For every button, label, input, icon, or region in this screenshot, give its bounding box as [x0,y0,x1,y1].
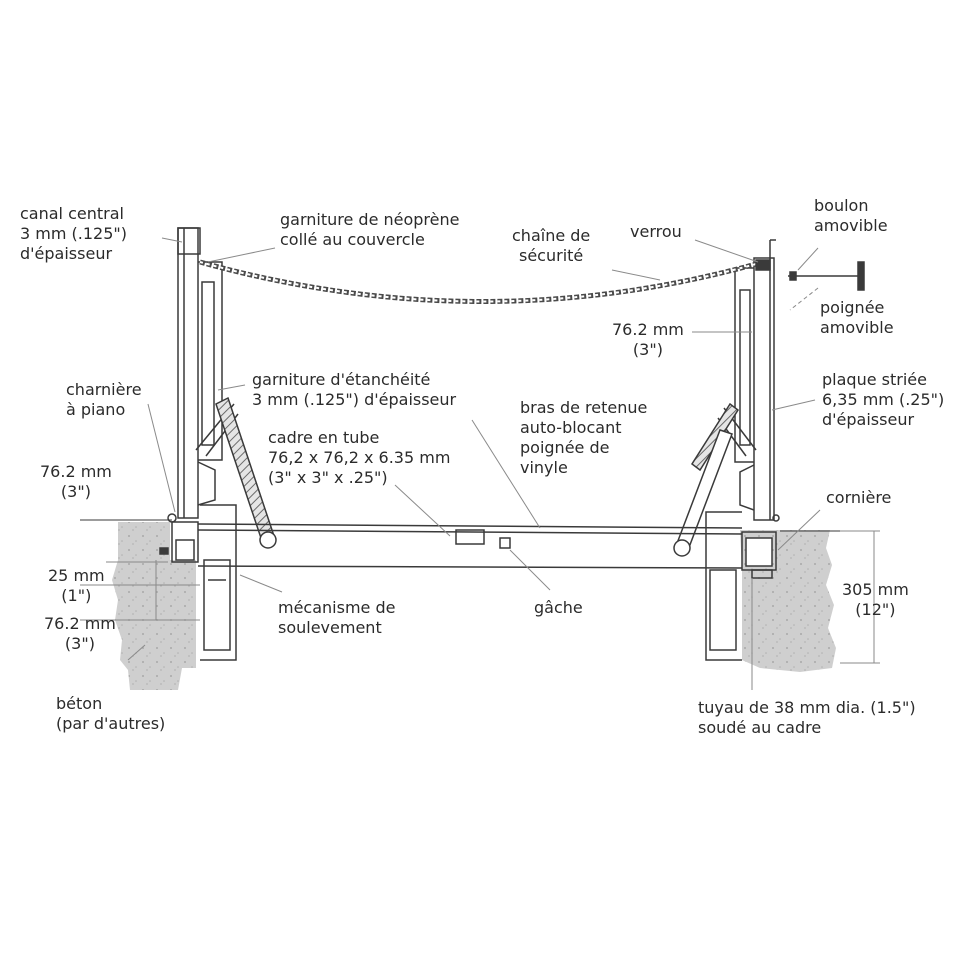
label-beton: béton (par d'autres) [56,694,166,733]
label-dim-76-left-low: 76.2 mm (3") [44,614,116,653]
right-arm [673,402,757,557]
bolt-handle [755,259,865,291]
right-leaf [734,239,776,521]
label-poignee-amovible: poignée amovible [820,298,894,337]
left-arm [195,396,277,549]
left-lift-mechanism [159,504,237,661]
label-bras-retenue: bras de retenue auto-blocant poignée de … [520,398,648,477]
label-boulon-amovible: boulon amovible [814,196,888,235]
label-tuyau: tuyau de 38 mm dia. (1.5") soudé au cadr… [698,698,916,737]
frame-tube [197,523,743,569]
label-charniere-piano: charnière à piano [66,380,142,419]
label-gache: gâche [534,598,583,617]
label-mecanisme-soulevement: mécanisme de soulevement [278,598,396,637]
label-verrou: verrou [630,222,682,241]
label-chaine-securite: chaîne de sécurité [512,226,591,265]
label-canal-central: canal central 3 mm (.125") d'épaisseur [20,204,127,263]
left-leaf [177,227,223,519]
label-cadre-tube: cadre en tube 76,2 x 76,2 x 6.35 mm (3" … [268,428,451,487]
label-corniere: cornière [826,488,892,507]
leader-lines [80,237,880,690]
label-garniture-neoprene: garniture de néoprène collé au couvercle [280,210,460,249]
label-dim-76-left: 76.2 mm (3") [40,462,112,501]
right-lift-mechanism [705,511,780,661]
label-dim-76-top-right: 76.2 mm (3") [612,320,684,359]
label-garniture-etancheite: garniture d'étanchéité 3 mm (.125") d'ép… [252,370,457,409]
label-dim-25: 25 mm (1") [48,566,105,605]
label-plaque-striee: plaque striée 6,35 mm (.25") d'épaisseur [822,370,945,429]
label-dim-305: 305 mm (12") [842,580,909,619]
concrete-left [112,522,196,690]
